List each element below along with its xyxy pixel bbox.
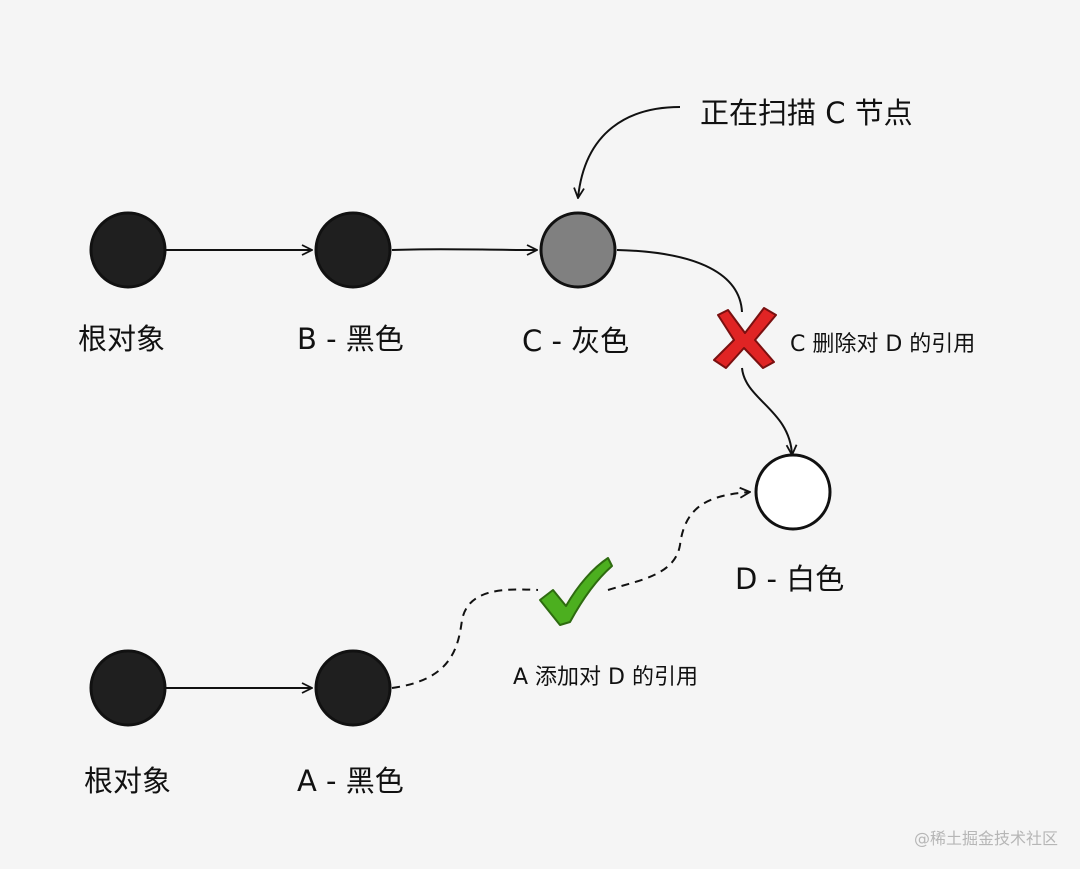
edge-a-to-check-dashed	[391, 588, 539, 689]
cross-icon	[713, 307, 777, 369]
edge-c-to-d-deleted	[616, 249, 743, 313]
root-object-label-2: 根对象	[84, 764, 172, 798]
node-c-label: C - 灰色	[522, 324, 630, 358]
node-c	[539, 211, 617, 289]
edge-b-to-c	[391, 249, 537, 250]
node-b	[314, 211, 392, 289]
node-a	[314, 649, 392, 727]
edge-check-to-d-dashed	[607, 492, 750, 591]
check-icon	[539, 557, 613, 626]
watermark: @稀土掘金技术社区	[913, 829, 1058, 848]
root-object-label-1: 根对象	[78, 322, 166, 356]
edge-c-to-d-continuation	[741, 367, 792, 455]
node-d-label: D - 白色	[735, 562, 845, 596]
node-d	[754, 453, 832, 531]
node-root-object-1	[89, 211, 167, 289]
delete-reference-annotation: C 删除对 D 的引用	[790, 332, 976, 357]
add-reference-annotation: A 添加对 D 的引用	[513, 665, 698, 690]
node-a-label: A - 黑色	[297, 764, 404, 798]
node-b-label: B - 黑色	[297, 322, 404, 356]
node-root-object-2	[89, 649, 167, 727]
edge-scanning-pointer	[578, 106, 681, 198]
scanning-annotation: 正在扫描 C 节点	[700, 96, 913, 130]
